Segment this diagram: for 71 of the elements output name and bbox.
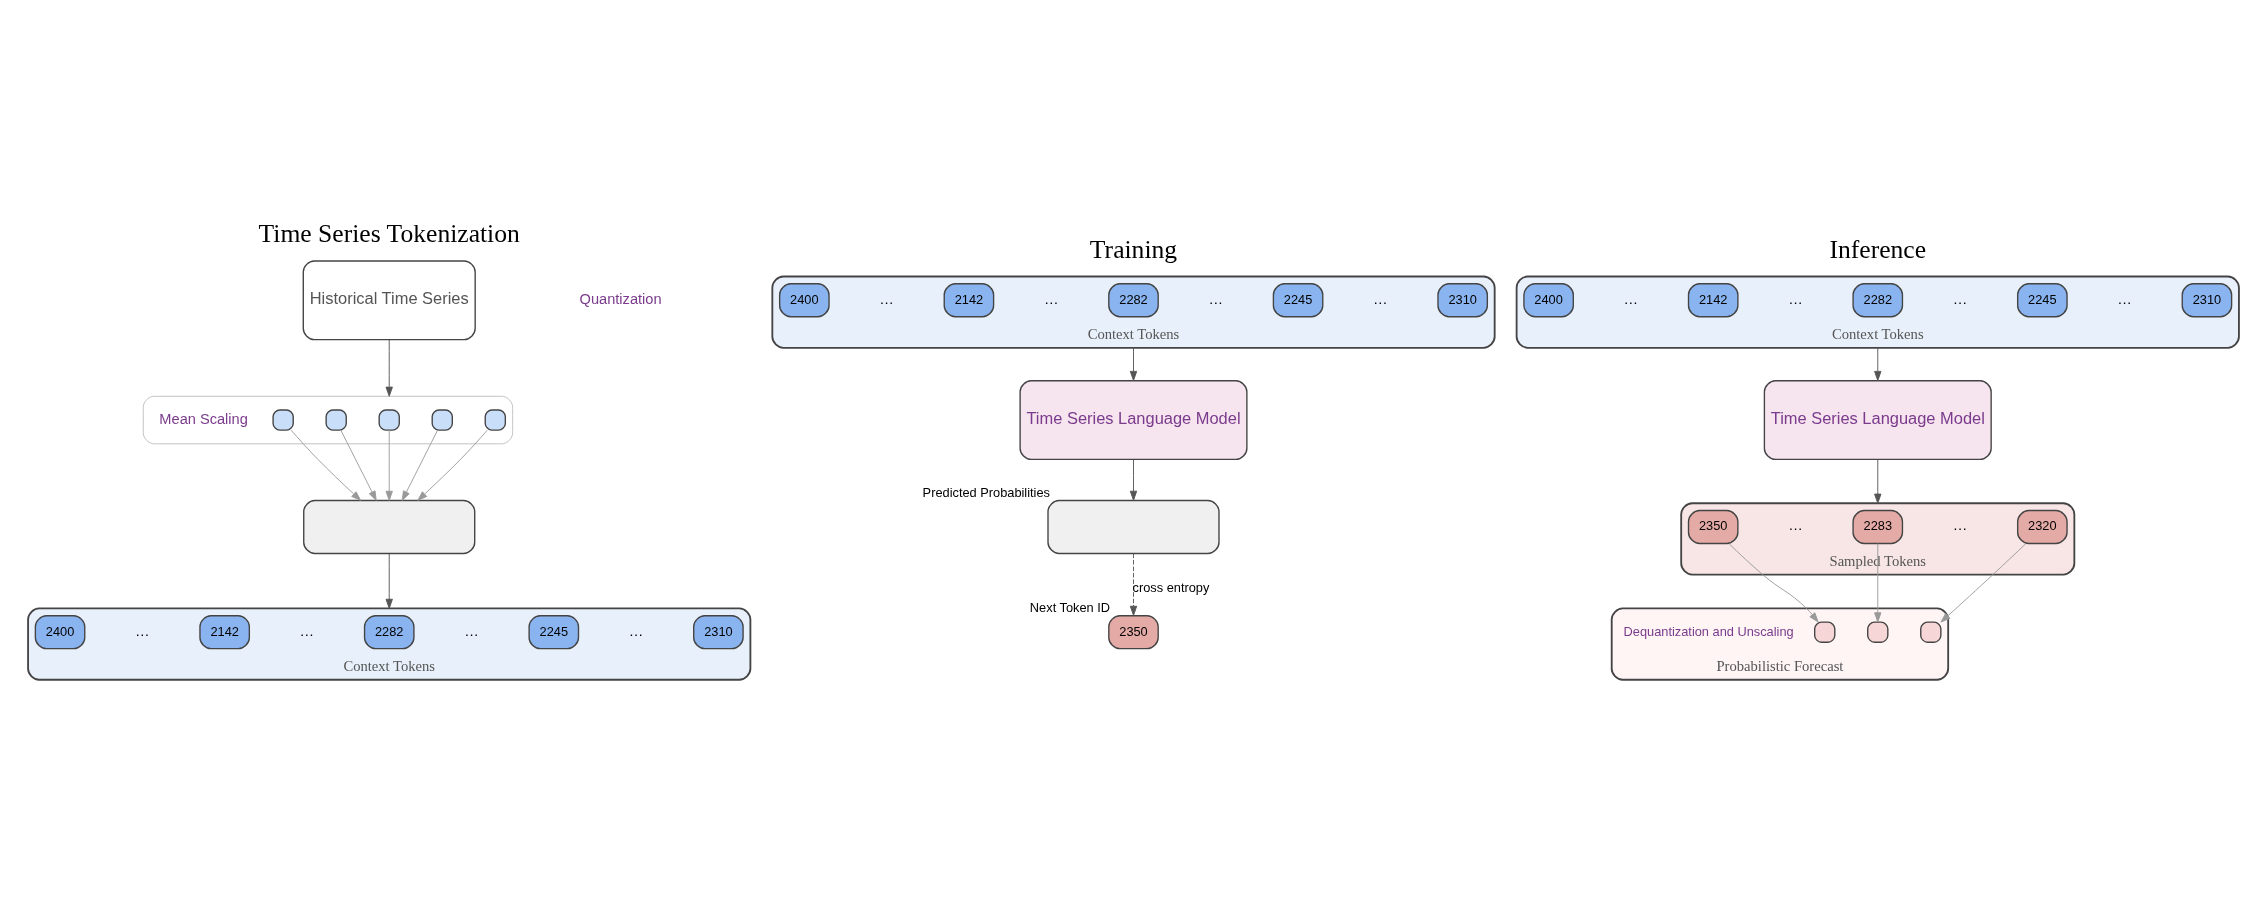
arrow: [1874, 542, 1882, 622]
label: Mean Scaling: [159, 410, 248, 427]
label: …: [135, 622, 150, 639]
arrow: [1129, 458, 1138, 501]
node-box: 2282: [1108, 282, 1159, 317]
label: Inference: [1829, 234, 1927, 264]
node-box: 2245: [528, 614, 580, 649]
node-box: 2310: [2181, 282, 2233, 317]
node-label: Predicted Probabilities: [922, 484, 1050, 500]
label: Training: [1089, 234, 1178, 264]
node-box: 2310: [693, 614, 744, 649]
node-box: 2282: [363, 614, 415, 649]
node-box: Time Series Language Model: [1763, 379, 1992, 460]
node-box: [1920, 620, 1942, 643]
node-box: [1814, 620, 1836, 643]
node-label: Next Token ID: [1029, 599, 1111, 615]
label: …: [1043, 290, 1059, 307]
arrow: [1940, 542, 2027, 623]
arrow: [385, 429, 393, 501]
label: …: [464, 622, 479, 639]
edge-label: cross entropy: [1132, 579, 1210, 595]
label: …: [299, 622, 315, 639]
node-box: 2320: [2017, 509, 2068, 544]
node-box: 2245: [1272, 282, 1324, 317]
cluster: [142, 395, 514, 444]
arrow: [417, 429, 488, 501]
arrow: [290, 429, 362, 501]
node-box: 2282: [1852, 282, 1904, 317]
node-box: Time Series Language Model: [1019, 379, 1248, 460]
label: …: [1373, 290, 1388, 307]
node-box: 2142: [943, 282, 995, 317]
arrow: [340, 429, 377, 501]
node-box: [325, 408, 347, 431]
node-box: Historical Time Series: [302, 259, 476, 340]
node-box: [378, 408, 400, 431]
node-box: [272, 408, 294, 431]
label: …: [628, 622, 644, 639]
label: …: [1952, 290, 1968, 307]
node-label: Dequantization and Unscaling: [1623, 623, 1794, 639]
label: …: [1788, 516, 1803, 533]
node-box: 2142: [1687, 282, 1739, 317]
node-box: 2142: [199, 614, 250, 649]
node-box: [1867, 620, 1889, 643]
arrow: [401, 429, 438, 501]
arrow: [1874, 458, 1882, 504]
label: Time Series Tokenization: [258, 218, 520, 248]
label: …: [1623, 290, 1639, 307]
label: …: [879, 290, 894, 307]
node-box: 2400: [778, 282, 830, 317]
node-box: 2350: [1108, 614, 1159, 649]
arrow: [1874, 346, 1882, 381]
node-box: [484, 408, 507, 431]
node-box: 2310: [1437, 282, 1489, 317]
label: Quantization: [579, 290, 662, 307]
arrow: [385, 338, 393, 397]
arrow: [1728, 542, 1819, 622]
node-box: 2350: [1687, 509, 1739, 544]
node-box: 2283: [1852, 509, 1904, 544]
node-box: [303, 499, 476, 554]
arrow: [385, 552, 393, 609]
node-box: 2400: [1523, 282, 1574, 317]
node-box: [431, 408, 453, 431]
arrow: [1129, 552, 1138, 616]
label: …: [1952, 516, 1968, 533]
node-box: [1047, 499, 1220, 554]
label: …: [2117, 290, 2132, 307]
label: …: [1788, 290, 1803, 307]
node-box: 2245: [2017, 282, 2068, 317]
node-box: 2400: [34, 614, 86, 649]
label: …: [1208, 290, 1224, 307]
arrow: [1129, 346, 1138, 381]
